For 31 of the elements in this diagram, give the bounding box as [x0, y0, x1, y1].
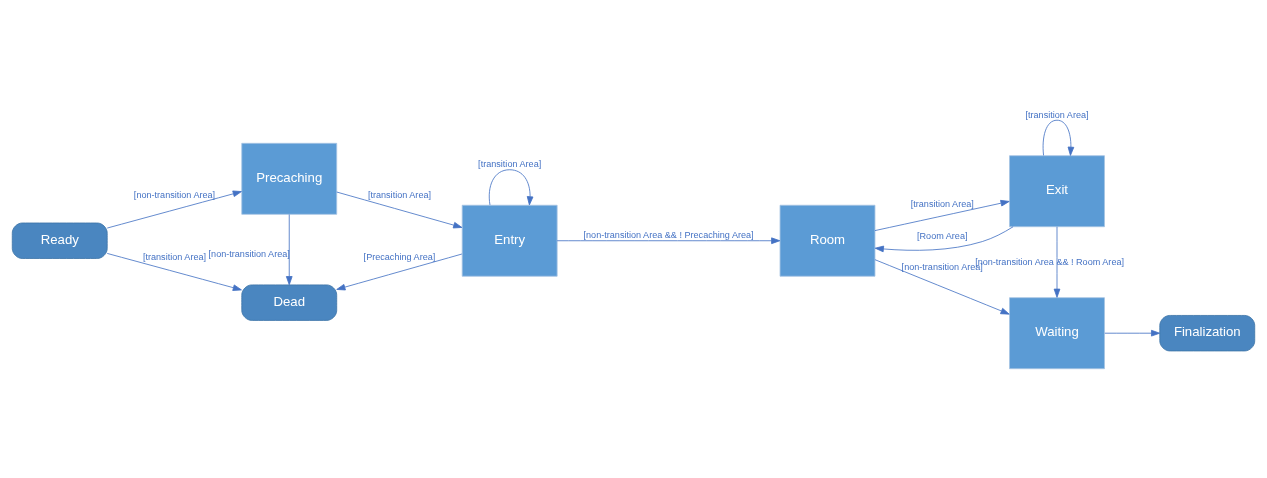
arrow [336, 253, 463, 290]
node-box: Ready [11, 222, 108, 259]
node-box: Precaching [241, 142, 338, 215]
edge-label: [non-transition Area] [208, 248, 290, 259]
arrow [556, 236, 781, 244]
arrow [285, 213, 293, 285]
arrow [1053, 225, 1061, 298]
arrow [336, 191, 463, 228]
node-box: Finalization [1159, 314, 1256, 351]
edge-label: [transition Area] [367, 189, 431, 200]
arrow [488, 168, 534, 205]
arrow [106, 190, 242, 228]
edge-label: [transition Area] [142, 251, 207, 262]
edge-label: [non-transition Area] [133, 189, 216, 200]
node-box: Entry [461, 204, 558, 277]
arrow [874, 258, 1010, 315]
edge-label: [transition Area] [910, 198, 974, 209]
arrow [874, 225, 1014, 252]
arrow [1104, 329, 1161, 336]
edge-label: [non-transition Area && ! Precaching Area] [583, 229, 754, 240]
arrow [106, 252, 242, 291]
edge-label: [transition Area] [1025, 109, 1089, 120]
node-box: Dead [241, 284, 338, 321]
arrow [1042, 119, 1075, 156]
node-box: Exit [1009, 154, 1105, 227]
edge-label: [transition Area] [478, 158, 542, 169]
edge-label: [Precaching Area] [363, 251, 436, 262]
node-box: Room [779, 204, 876, 277]
node-box: Waiting [1009, 296, 1105, 369]
arrow [874, 199, 1010, 231]
edge-label: [Room Area] [917, 230, 968, 241]
